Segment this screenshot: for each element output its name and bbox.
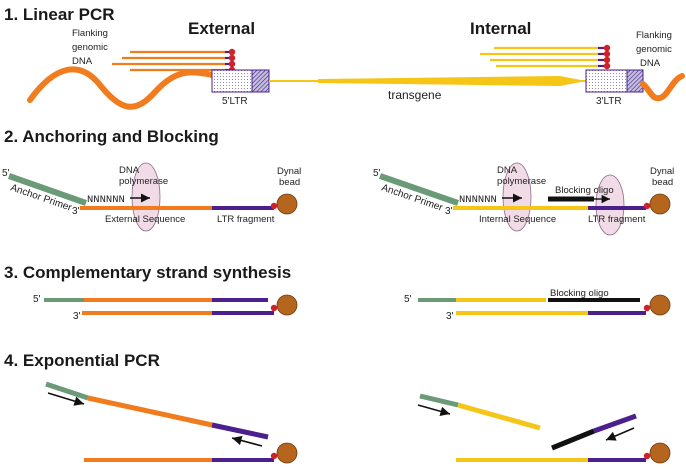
transgene-label: transgene xyxy=(388,88,442,102)
ltr-fragment-label: LTR fragment xyxy=(217,214,275,225)
blocking-oligo-label: Blocking oligo xyxy=(555,185,614,196)
amplicon-purple-diagonal xyxy=(211,422,269,440)
ltr-fragment-label: LTR fragment xyxy=(588,214,646,225)
strand-end-dot xyxy=(270,202,278,210)
flank-left-line2: genomic xyxy=(72,42,108,53)
primer-end-dot xyxy=(603,44,611,52)
ltr5-box xyxy=(211,69,270,93)
external-heading: External xyxy=(188,19,255,38)
amplicon-yellow-diagonal xyxy=(457,402,541,431)
primer-end-dot xyxy=(228,54,236,62)
complementary-external-panel: 5' 3' xyxy=(33,294,298,322)
polymerase-line1: DNA xyxy=(497,165,518,176)
reverse-primer-arrow xyxy=(231,435,263,447)
flank-right-line1: Flanking xyxy=(636,30,672,41)
external-sequence-label: External Sequence xyxy=(105,214,185,225)
exponential-external-panel xyxy=(45,381,298,464)
amplicon-orange-diagonal xyxy=(87,395,213,428)
flank-right-line2: genomic xyxy=(636,44,672,55)
strand-end-dot xyxy=(643,304,651,312)
ltr3-box xyxy=(585,69,644,93)
dynal-bead xyxy=(276,193,298,215)
polymerase-ellipse-ltr xyxy=(595,174,625,236)
dynal-bead xyxy=(276,294,298,316)
polymerase-line1: DNA xyxy=(119,165,140,176)
primer-end-dot xyxy=(603,56,611,64)
ltr5-label: 5'LTR xyxy=(222,96,248,107)
nnn-label: NNNNNN xyxy=(87,194,125,206)
strand-end-dot xyxy=(270,452,278,460)
internal-primers xyxy=(480,44,611,70)
forward-primer-arrow xyxy=(417,404,451,417)
transgene-arrow xyxy=(318,76,586,86)
ltr3-label: 3'LTR xyxy=(596,96,622,107)
dynal-bead xyxy=(649,294,671,316)
section-title-complementary: 3. Complementary strand synthesis xyxy=(4,263,291,282)
internal-sequence-label: Internal Sequence xyxy=(479,214,556,225)
anchor-primer-strand xyxy=(8,173,87,206)
five-prime-label: 5' xyxy=(404,294,412,305)
exponential-internal-panel xyxy=(417,393,671,464)
blocking-oligo-diagonal xyxy=(551,428,595,451)
three-prime-label: 3' xyxy=(446,311,454,322)
anchoring-external-panel: 5' Anchor Primer NNNNNN 3' DNA polymeras… xyxy=(2,162,301,232)
dynal-bead xyxy=(276,442,298,464)
section-title-linear-pcr: 1. Linear PCR xyxy=(4,5,115,24)
anchor-primer-strand xyxy=(45,381,89,401)
three-prime-label: 3' xyxy=(445,206,453,217)
five-prime-label: 5' xyxy=(373,168,381,179)
primer-end-dot xyxy=(603,62,611,70)
complementary-internal-panel: 5' Blocking oligo 3' xyxy=(404,288,671,322)
dynal-bead xyxy=(649,442,671,464)
nnn-label: NNNNNN xyxy=(459,194,497,206)
primer-end-dot xyxy=(228,48,236,56)
flank-right-line3: DNA xyxy=(640,58,661,69)
dynal-bead-line1: Dynal xyxy=(650,166,674,177)
five-prime-label: 5' xyxy=(2,168,10,179)
blocking-oligo-label: Blocking oligo xyxy=(550,288,609,299)
section-title-anchoring: 2. Anchoring and Blocking xyxy=(4,127,219,146)
anchor-primer-strand xyxy=(419,393,459,408)
primer-end-dot xyxy=(603,50,611,58)
dynal-bead xyxy=(649,193,671,215)
forward-primer-arrow xyxy=(47,392,85,406)
flank-left-line3: DNA xyxy=(72,56,93,67)
polymerase-line2: polymerase xyxy=(497,176,546,187)
anchor-primer-strand xyxy=(379,173,459,206)
strand-end-dot xyxy=(270,304,278,312)
three-prime-label: 3' xyxy=(73,311,81,322)
flank-left-line1: Flanking xyxy=(72,28,108,39)
genomic-dna-left-wave xyxy=(27,66,215,110)
dynal-bead-line2: bead xyxy=(279,177,300,188)
reverse-primer-arrow xyxy=(605,427,635,441)
internal-heading: Internal xyxy=(470,19,531,38)
amplicon-purple-diagonal xyxy=(593,413,637,434)
section-title-exponential: 4. Exponential PCR xyxy=(4,351,160,370)
polymerase-line2: polymerase xyxy=(119,176,168,187)
genomic-dna-right-wave xyxy=(640,73,685,102)
five-prime-label: 5' xyxy=(33,294,41,305)
three-prime-label: 3' xyxy=(72,206,80,217)
primer-end-dot xyxy=(228,60,236,68)
strand-end-dot xyxy=(643,452,651,460)
dynal-bead-line1: Dynal xyxy=(277,166,301,177)
strand-end-dot xyxy=(643,202,651,210)
dynal-bead-line2: bead xyxy=(652,177,673,188)
anchoring-internal-panel: 5' Anchor Primer NNNNNN 3' DNA polymeras… xyxy=(373,162,674,236)
